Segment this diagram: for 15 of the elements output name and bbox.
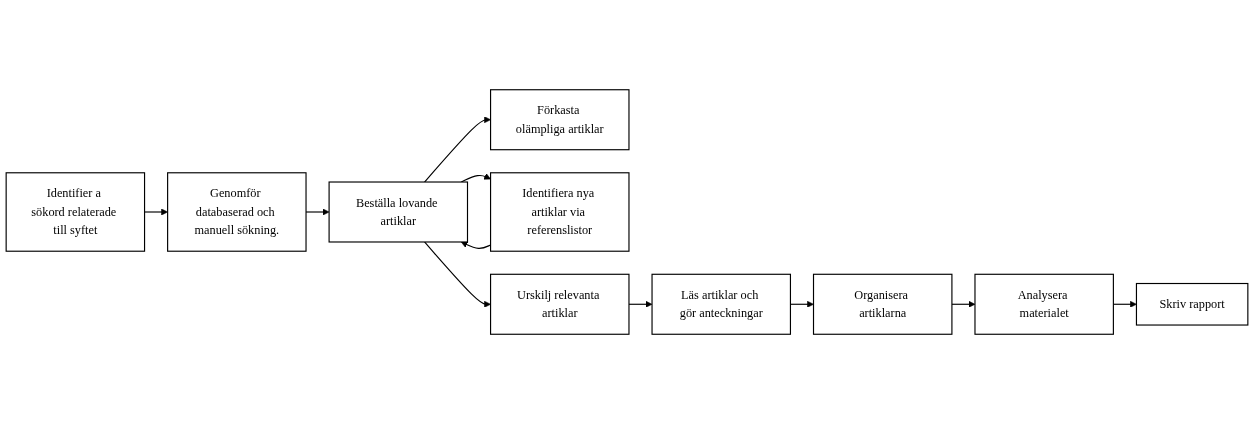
node-box: Förkasta olämpliga artiklar [490,89,630,151]
node-box: Skriv rapport [1135,282,1249,326]
arrow [423,241,491,308]
arrow [460,173,491,183]
arrow [144,208,168,216]
node-box: Genomför databaserad och manuell sökning. [167,172,307,252]
node-box: Läs artiklar och gör anteckningar [651,273,791,335]
node-box: Beställa lovande artiklar [328,181,469,243]
node-box: Identifiera nya artiklar via referenslistor [490,172,630,252]
node-box: Urskilj relevanta artiklar [490,273,630,335]
node-box: Analysera materialet [974,273,1114,335]
arrow [423,116,491,183]
arrow [628,300,653,308]
node-box: Organisera artiklarna [812,273,953,335]
node-box: Identifier a sökord relaterade till syftet [5,172,146,252]
